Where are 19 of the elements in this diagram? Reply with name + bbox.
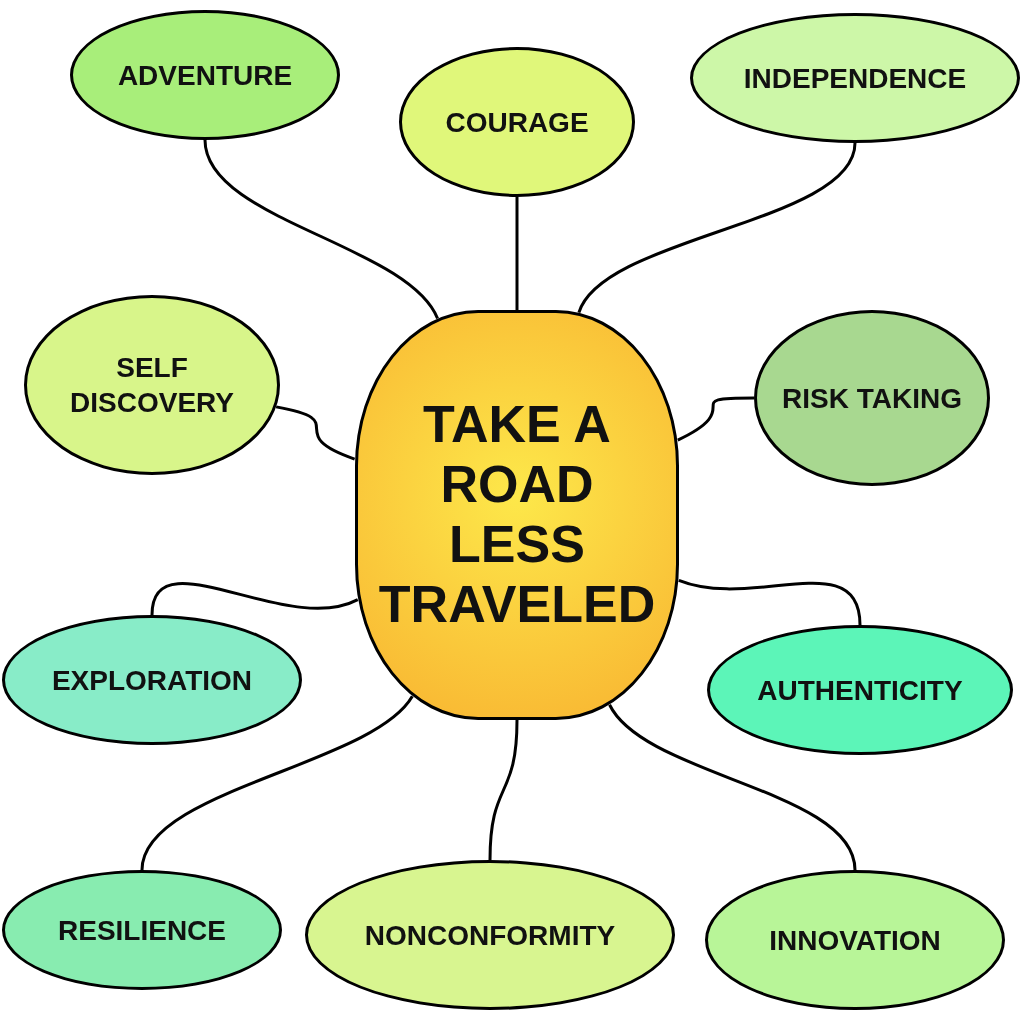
node-label: RESILIENCE — [58, 913, 226, 948]
node-label: ADVENTURE — [117, 58, 293, 93]
connector-line — [203, 139, 439, 320]
connector-line — [677, 396, 754, 442]
node-label: INNOVATION — [769, 923, 941, 958]
node-label: INDEPENDENCE — [743, 61, 967, 96]
connector-line — [488, 719, 519, 861]
node-label: RISK TAKING — [782, 381, 962, 416]
node-label: COURAGE — [445, 105, 589, 140]
connector-line — [577, 142, 857, 314]
connector-line — [678, 578, 862, 626]
connector-line — [275, 405, 356, 461]
node-label: NONCONFORMITY — [364, 918, 616, 953]
node-label: SELF DISCOVERY — [69, 351, 235, 420]
node-label: EXPLORATION — [51, 663, 253, 698]
node-label: AUTHENTICITY — [757, 673, 963, 708]
connector-line — [140, 695, 414, 871]
connector-line — [515, 197, 519, 310]
central-title: TAKE A ROAD LESS TRAVELED — [378, 395, 656, 635]
